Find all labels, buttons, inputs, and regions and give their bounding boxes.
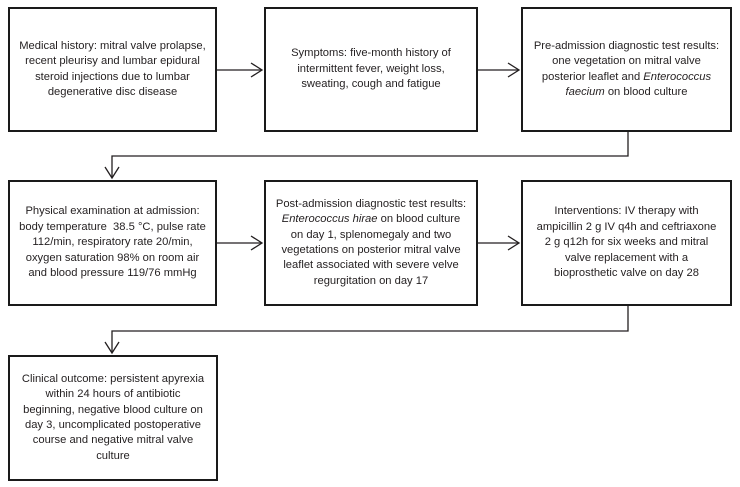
node-clinical-outcome-label: Clinical outcome: persistent apyrexia wi… (21, 372, 208, 462)
connector-medical-history-to-symptoms (217, 62, 264, 78)
node-pre-admission-tests-label: Pre-admission diagnostic test results: o… (533, 39, 723, 98)
node-symptoms-label: Symptoms: five-month history of intermit… (291, 47, 454, 91)
node-physical-examination: Physical examination at admission: body … (8, 180, 217, 306)
node-clinical-outcome: Clinical outcome: persistent apyrexia wi… (8, 355, 218, 481)
node-symptoms: Symptoms: five-month history of intermit… (264, 7, 478, 132)
connector-physical-examination-to-post-admission-tests (217, 235, 264, 251)
node-physical-examination-label: Physical examination at admission: body … (19, 205, 209, 280)
node-interventions: Interventions: IV therapy with ampicilli… (521, 180, 732, 306)
connector-pre-admission-tests-to-physical-examination (104, 132, 629, 180)
node-post-admission-tests-label: Post-admission diagnostic test results: … (275, 197, 470, 287)
connector-symptoms-to-pre-admission-tests (478, 62, 521, 78)
connector-post-admission-tests-to-interventions (478, 235, 521, 251)
node-pre-admission-tests: Pre-admission diagnostic test results: o… (521, 7, 732, 132)
connector-interventions-to-clinical-outcome (104, 306, 629, 355)
node-interventions-label: Interventions: IV therapy with ampicilli… (536, 205, 720, 280)
node-medical-history-label: Medical history: mitral valve prolapse, … (19, 39, 209, 98)
node-post-admission-tests: Post-admission diagnostic test results: … (264, 180, 478, 306)
node-medical-history: Medical history: mitral valve prolapse, … (8, 7, 217, 132)
